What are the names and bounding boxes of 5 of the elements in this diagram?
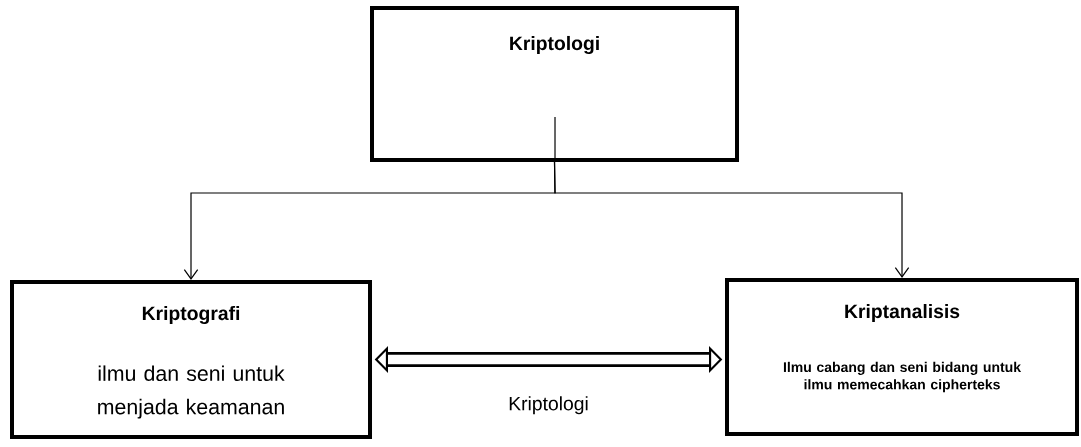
text-box: Kriptologi <box>370 6 739 162</box>
edge-label: Kriptologi <box>506 394 591 416</box>
arrow <box>553 161 910 278</box>
text-box: Kriptografi ilmu dan seni untuk menjada keamanan <box>10 280 372 439</box>
text-box: Kriptanalisis Ilmu cabang dan seni bidang untuk ilmu memecahkan cipherteks <box>725 278 1079 436</box>
